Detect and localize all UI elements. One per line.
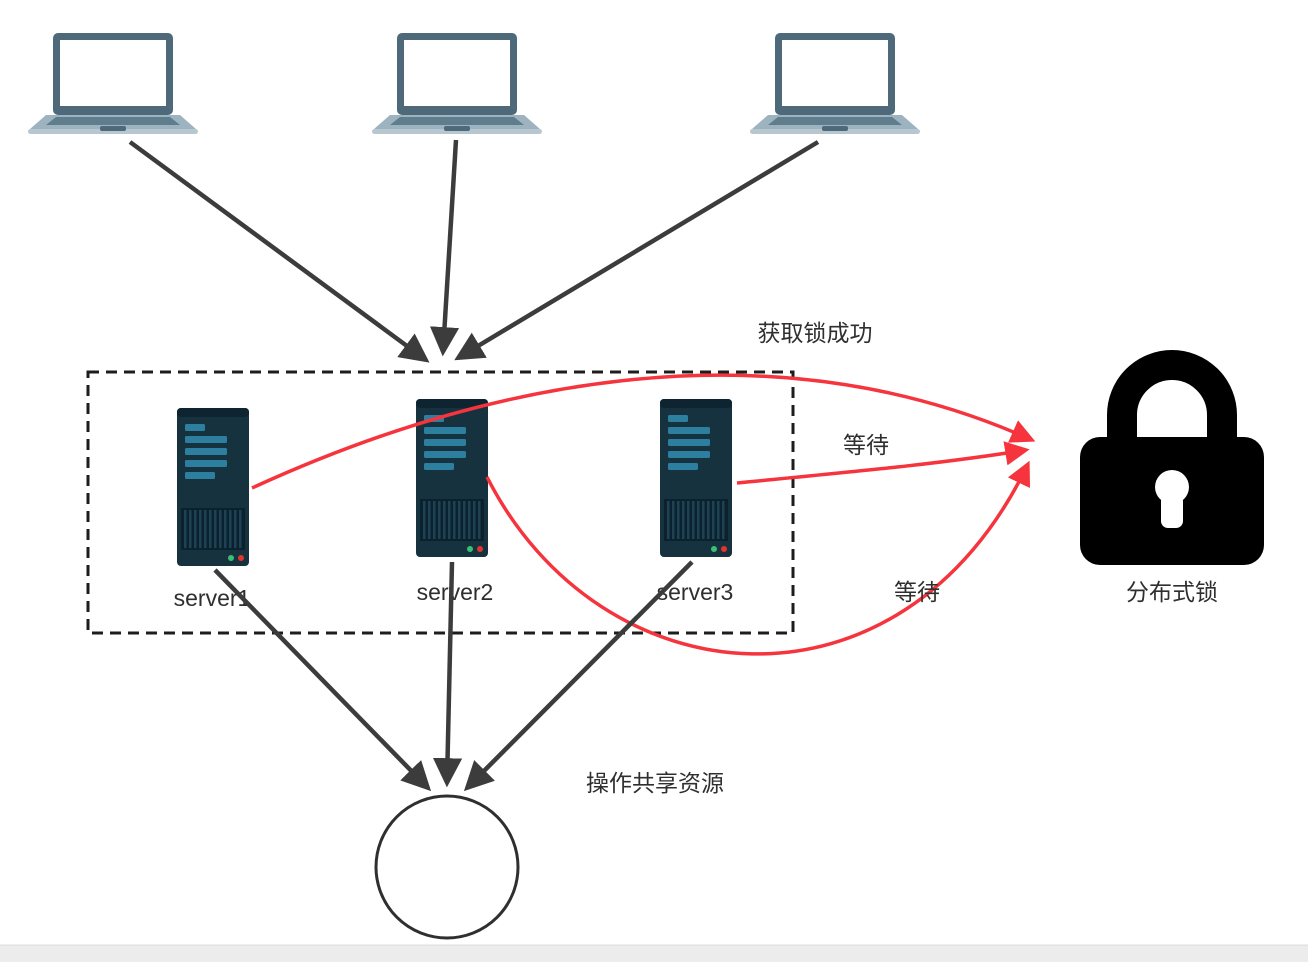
arrow-server3-wait-lock: [736, 441, 1030, 485]
distributed-lock-label: 分布式锁: [1126, 579, 1218, 605]
lock-request-arrows: [251, 373, 1036, 656]
arrow-server2-wait-lock: [485, 460, 1030, 656]
arrow-server1-to-resource: [213, 568, 432, 792]
server3-icon: [660, 399, 732, 557]
server1-label: server1: [174, 585, 251, 611]
arrow-server3-to-resource: [463, 560, 694, 792]
lock-icon: [1080, 350, 1264, 565]
keyhole-icon: [1155, 470, 1189, 504]
arrow-laptop3-to-cluster: [454, 140, 820, 361]
shared-resource-circle: [374, 794, 520, 940]
shared-resource-arrows: [213, 560, 694, 792]
server1-icon: [177, 408, 249, 566]
bottom-bar: [0, 945, 1308, 962]
server2-label: server2: [417, 579, 494, 605]
client-request-arrows: [128, 139, 820, 363]
arrow-server2-to-resource: [432, 561, 463, 788]
arrow-server1-acquire-lock: [251, 373, 1036, 490]
laptop-icon-2: [372, 33, 542, 134]
wait-label-server3: 等待: [843, 432, 889, 458]
shared-resource-label: 操作共享资源: [586, 770, 724, 796]
wait-label-server2: 等待: [894, 579, 940, 605]
arrow-laptop2-to-cluster: [429, 139, 460, 357]
server-cluster-boundary: [86, 370, 795, 635]
laptop-icon-3: [750, 33, 920, 134]
arrow-laptop1-to-cluster: [128, 140, 430, 363]
acquire-lock-success-label: 获取锁成功: [758, 320, 873, 346]
laptop-icon-1: [28, 33, 198, 134]
